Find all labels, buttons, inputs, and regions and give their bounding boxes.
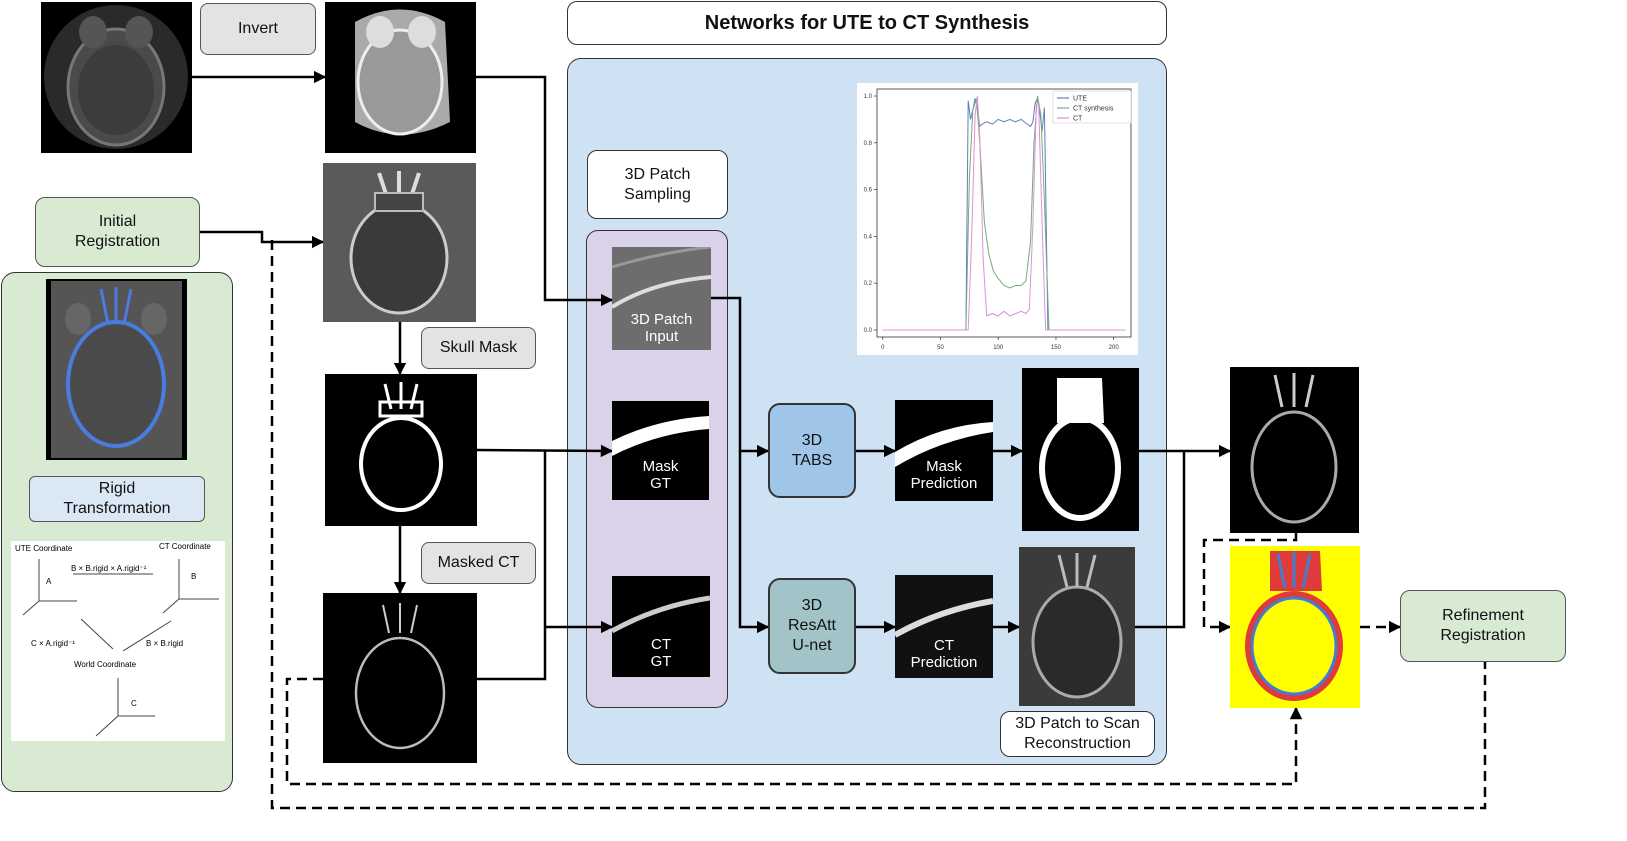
networks-title: Networks for UTE to CT Synthesis (704, 11, 1030, 34)
reconstruction-label: 3D Patch to Scan Reconstruction (1015, 715, 1140, 752)
x-tick-label: 200 (1109, 345, 1120, 351)
mask-prediction-label: Mask Prediction (910, 458, 978, 493)
ct-gt-image: CT GT (612, 576, 710, 677)
final-ct-image (1230, 367, 1359, 533)
skull-mask-box: Skull Mask (421, 327, 536, 369)
ct-coordinate-text: CT Coordinate (159, 542, 211, 551)
inverted-ute-image (325, 2, 476, 153)
mask-gt-image: Mask GT (612, 401, 709, 500)
tabs-network-label: 3D TABS (791, 431, 833, 469)
masked-ct-image (323, 593, 477, 763)
y-tick-label: 0.8 (864, 141, 873, 147)
initial-registration-label: Initial Registration (74, 213, 161, 250)
refinement-registration-box: Refinement Registration (1400, 590, 1566, 662)
x-tick-label: 100 (993, 345, 1004, 351)
skull-mask-label: Skull Mask (439, 339, 518, 356)
series-line-ct-synthesis (882, 95, 1126, 331)
y-tick-label: 0.2 (864, 281, 873, 287)
legend-label: UTE (1073, 96, 1087, 103)
mask-prediction-image: Mask Prediction (895, 400, 993, 501)
reconstruction-box: 3D Patch to Scan Reconstruction (1000, 711, 1155, 757)
masked-ct-box: Masked CT (421, 542, 536, 584)
tabs-network-box: 3D TABS (768, 403, 856, 498)
x-tick-label: 0 (881, 345, 885, 351)
initial-registration-box: Initial Registration (35, 197, 200, 267)
ct-prediction-label: CT Prediction (910, 637, 978, 672)
reconstructed-ct-scan-image (1019, 547, 1135, 706)
ct-prediction-image: CT Prediction (895, 575, 993, 678)
predicted-mask-scan-image (1022, 368, 1139, 531)
rigid-overlay-image (46, 279, 187, 460)
masked-ct-label: Masked CT (437, 554, 520, 571)
ute-coordinate-text: UTE Coordinate (15, 544, 73, 553)
profile-chart-svg: 0 50 100 150 200 0.0 0.2 0.4 0.6 0.8 1.0 UTE CT synt… (864, 88, 1132, 351)
chart-frame (876, 88, 1132, 338)
y-tick-label: 0.4 (864, 234, 873, 240)
ct-gt-label: CT GT (650, 636, 672, 671)
refinement-registration-label: Refinement Registration (1440, 607, 1526, 644)
registered-ct-image (323, 163, 476, 322)
invert-box: Invert (200, 3, 316, 55)
world-coordinate-text: World Coordinate (74, 660, 137, 669)
eq-left-text: C × A.rigid⁻¹ (31, 639, 75, 648)
rigid-transformation-label: Rigid Transformation (63, 480, 171, 517)
legend-label: CT (1073, 116, 1083, 123)
coordinate-diagram: UTE Coordinate CT Coordinate World Coord… (11, 541, 225, 741)
resatt-network-box: 3D ResAtt U-net (768, 578, 856, 674)
ute-scan-image (41, 2, 192, 153)
y-tick-label: 0.0 (864, 328, 873, 334)
eq-top-text: B × B.rigid × A.rigid⁻¹ (71, 564, 147, 573)
y-tick-label: 1.0 (864, 94, 873, 100)
patch-input-image: 3D Patch Input (612, 247, 711, 350)
patch-input-label: 3D Patch Input (630, 311, 693, 346)
profile-chart: 0 50 100 150 200 0.0 0.2 0.4 0.6 0.8 1.0 UTE CT synt… (857, 83, 1138, 355)
invert-label: Invert (237, 20, 278, 37)
series-line-ute (882, 96, 1126, 331)
patch-sampling-label: 3D Patch Sampling (624, 165, 691, 203)
eq-right-text: B × B.rigid (146, 639, 183, 648)
axis-a-text: A (46, 577, 52, 586)
rigid-transformation-box: Rigid Transformation (29, 476, 205, 522)
coordinate-svg: UTE Coordinate CT Coordinate World Coord… (15, 542, 219, 737)
legend-label: CT synthesis (1073, 106, 1114, 113)
registration-overlay-image (1230, 546, 1360, 708)
networks-title-box: Networks for UTE to CT Synthesis (567, 1, 1167, 45)
x-tick-label: 150 (1051, 345, 1062, 351)
patch-sampling-box: 3D Patch Sampling (587, 150, 728, 219)
series-line-ct (882, 95, 1126, 331)
skull-mask-image (325, 374, 477, 526)
resatt-network-label: 3D ResAtt U-net (787, 597, 836, 654)
y-tick-label: 0.6 (864, 188, 873, 194)
mask-gt-label: Mask GT (642, 458, 679, 493)
x-tick-label: 50 (937, 345, 944, 351)
axis-b-text: B (191, 572, 196, 581)
axis-c-text: C (131, 699, 137, 708)
